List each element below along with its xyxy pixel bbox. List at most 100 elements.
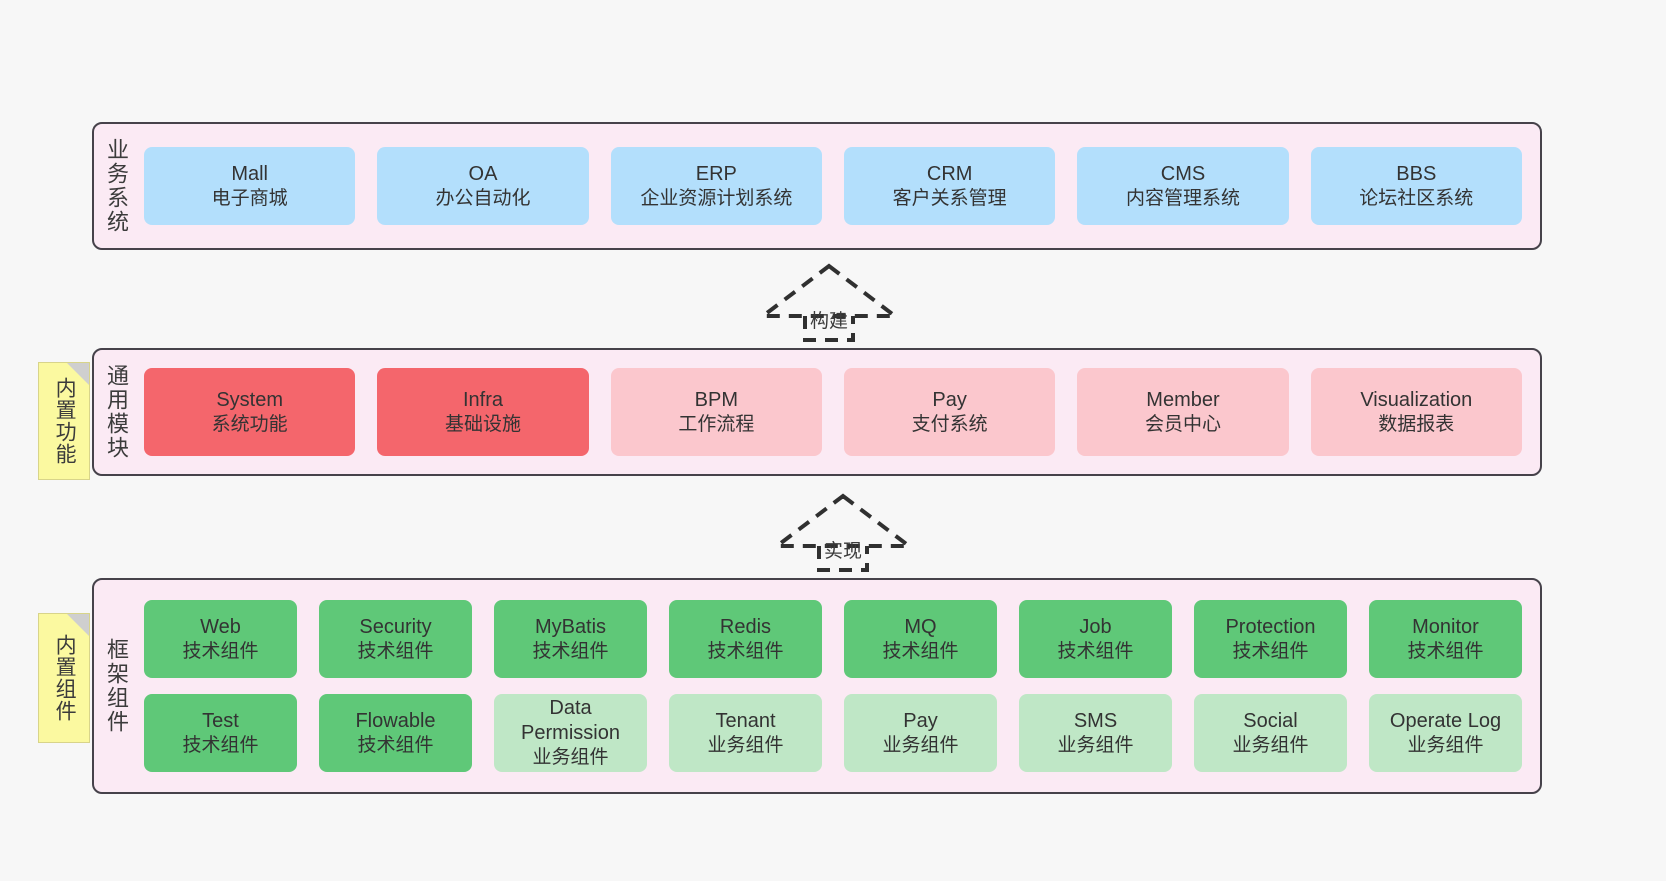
card-title-en: Redis [719, 615, 772, 638]
card-title-en: Operate Log [1389, 709, 1502, 732]
card-title-en: BBS [1396, 162, 1437, 185]
card-title-en: ERP [695, 162, 737, 185]
card-system[interactable]: System 系统功能 [144, 368, 356, 456]
card-title-en: BPM [694, 388, 738, 411]
card-title-cn: 业务组件 [1407, 734, 1484, 756]
card-title-en: MQ [904, 615, 937, 638]
connector-build: 构建 [757, 262, 901, 342]
arrow-head-triangle [771, 493, 915, 548]
card-title-en: Data Permission [521, 697, 620, 745]
card-title-en: Web [200, 615, 241, 638]
band-body-framework-components: Web 技术组件 Security 技术组件 MyBatis 技术组件 Redi… [138, 580, 1540, 792]
card-operate-log[interactable]: Operate Log 业务组件 [1369, 694, 1522, 772]
card-title-en: Pay [903, 709, 938, 732]
card-tenant[interactable]: Tenant 业务组件 [669, 694, 822, 772]
card-title-cn: 电子商城 [211, 187, 288, 209]
card-title-en: Visualization [1360, 388, 1473, 411]
sticky-note-label: 内置组件 [53, 634, 77, 722]
card-title-en: Infra [462, 388, 503, 411]
card-title-cn: 技术组件 [357, 640, 434, 662]
card-title-cn: 技术组件 [532, 640, 609, 662]
band-common-modules: 通用模块 System 系统功能 Infra 基础设施 BPM 工作流程 Pay… [92, 348, 1542, 476]
card-bbs[interactable]: BBS 论坛社区系统 [1310, 147, 1522, 225]
card-title-cn: 基础设施 [444, 413, 521, 435]
card-row: System 系统功能 Infra 基础设施 BPM 工作流程 Pay 支付系统… [144, 368, 1522, 456]
card-title-cn: 技术组件 [707, 640, 784, 662]
card-oa[interactable]: OA 办公自动化 [377, 147, 589, 225]
arrow-head-triangle [757, 263, 901, 318]
sticky-note-builtin-components: 内置组件 [38, 613, 90, 743]
card-title-en: MyBatis [534, 615, 607, 638]
card-title-cn: 办公自动化 [435, 187, 531, 209]
card-title-en: CRM [926, 162, 973, 185]
card-pay-component[interactable]: Pay 业务组件 [844, 694, 997, 772]
card-social[interactable]: Social 业务组件 [1194, 694, 1347, 772]
card-protection[interactable]: Protection 技术组件 [1194, 600, 1347, 678]
connector-label-build: 构建 [809, 311, 848, 332]
card-title-en: Job [1079, 615, 1112, 638]
connector-implement: 实现 [771, 492, 915, 572]
card-security[interactable]: Security 技术组件 [319, 600, 472, 678]
card-title-en: OA [468, 162, 498, 185]
arrow-stem [803, 316, 855, 342]
card-title-en: Social [1243, 709, 1298, 732]
sticky-note-label: 内置功能 [53, 377, 77, 465]
card-pay-module[interactable]: Pay 支付系统 [843, 368, 1056, 456]
band-title-framework-components: 框架组件 [103, 638, 129, 734]
band-title-common-modules: 通用模块 [103, 364, 129, 460]
sticky-note-builtin-functions: 内置功能 [38, 362, 90, 480]
card-redis[interactable]: Redis 技术组件 [669, 600, 822, 678]
card-title-cn: 技术组件 [1407, 640, 1484, 662]
card-title-en: System [216, 388, 283, 411]
card-mybatis[interactable]: MyBatis 技术组件 [494, 600, 647, 678]
card-member[interactable]: Member 会员中心 [1077, 368, 1289, 456]
card-title-cn: 技术组件 [882, 640, 959, 662]
card-erp[interactable]: ERP 企业资源计划系统 [610, 147, 822, 225]
card-title-cn: 数据报表 [1378, 413, 1455, 435]
card-title-en: Monitor [1412, 615, 1479, 638]
card-job[interactable]: Job 技术组件 [1019, 600, 1172, 678]
arrow-stem [817, 546, 869, 572]
card-title-cn: 业务组件 [532, 747, 609, 769]
card-title-en: Mall [231, 162, 268, 185]
card-data-permission[interactable]: Data Permission 业务组件 [494, 694, 647, 772]
card-title-cn: 系统功能 [211, 413, 288, 435]
card-visualization[interactable]: Visualization 数据报表 [1310, 368, 1522, 456]
band-body-common-modules: System 系统功能 Infra 基础设施 BPM 工作流程 Pay 支付系统… [138, 350, 1540, 474]
card-test[interactable]: Test 技术组件 [144, 694, 297, 772]
card-title-cn: 技术组件 [182, 734, 259, 756]
card-row: Test 技术组件 Flowable 技术组件 Data Permission … [144, 694, 1522, 772]
card-row: Mall 电子商城 OA 办公自动化 ERP 企业资源计划系统 CRM 客户关系… [144, 147, 1522, 225]
card-web[interactable]: Web 技术组件 [144, 600, 297, 678]
card-title-cn: 技术组件 [357, 734, 434, 756]
card-sms[interactable]: SMS 业务组件 [1019, 694, 1172, 772]
card-title-cn: 技术组件 [182, 640, 259, 662]
card-title-en: CMS [1160, 162, 1206, 185]
card-title-en: Flowable [355, 709, 436, 732]
band-framework-components: 框架组件 Web 技术组件 Security 技术组件 MyBatis 技术组件… [92, 578, 1542, 794]
band-title-business-systems: 业务系统 [103, 138, 129, 234]
card-title-cn: 客户关系管理 [892, 187, 1007, 209]
card-bpm[interactable]: BPM 工作流程 [610, 368, 822, 456]
card-flowable[interactable]: Flowable 技术组件 [319, 694, 472, 772]
card-monitor[interactable]: Monitor 技术组件 [1369, 600, 1522, 678]
card-crm[interactable]: CRM 客户关系管理 [843, 147, 1056, 225]
card-cms[interactable]: CMS 内容管理系统 [1077, 147, 1289, 225]
card-mq[interactable]: MQ 技术组件 [844, 600, 997, 678]
card-mall[interactable]: Mall 电子商城 [144, 147, 356, 225]
card-title-cn: 业务组件 [882, 734, 959, 756]
card-title-cn: 工作流程 [678, 413, 755, 435]
card-title-cn: 企业资源计划系统 [640, 187, 793, 209]
card-title-en: Security [359, 615, 432, 638]
card-title-en: Pay [932, 388, 967, 411]
card-title-en: SMS [1073, 709, 1118, 732]
card-title-en: Member [1146, 388, 1220, 411]
card-title-cn: 技术组件 [1057, 640, 1134, 662]
card-title-cn: 支付系统 [911, 413, 988, 435]
card-title-cn: 会员中心 [1144, 413, 1221, 435]
card-title-cn: 业务组件 [1057, 734, 1134, 756]
connector-label-implement: 实现 [823, 541, 862, 562]
card-infra[interactable]: Infra 基础设施 [377, 368, 589, 456]
card-title-cn: 业务组件 [707, 734, 784, 756]
